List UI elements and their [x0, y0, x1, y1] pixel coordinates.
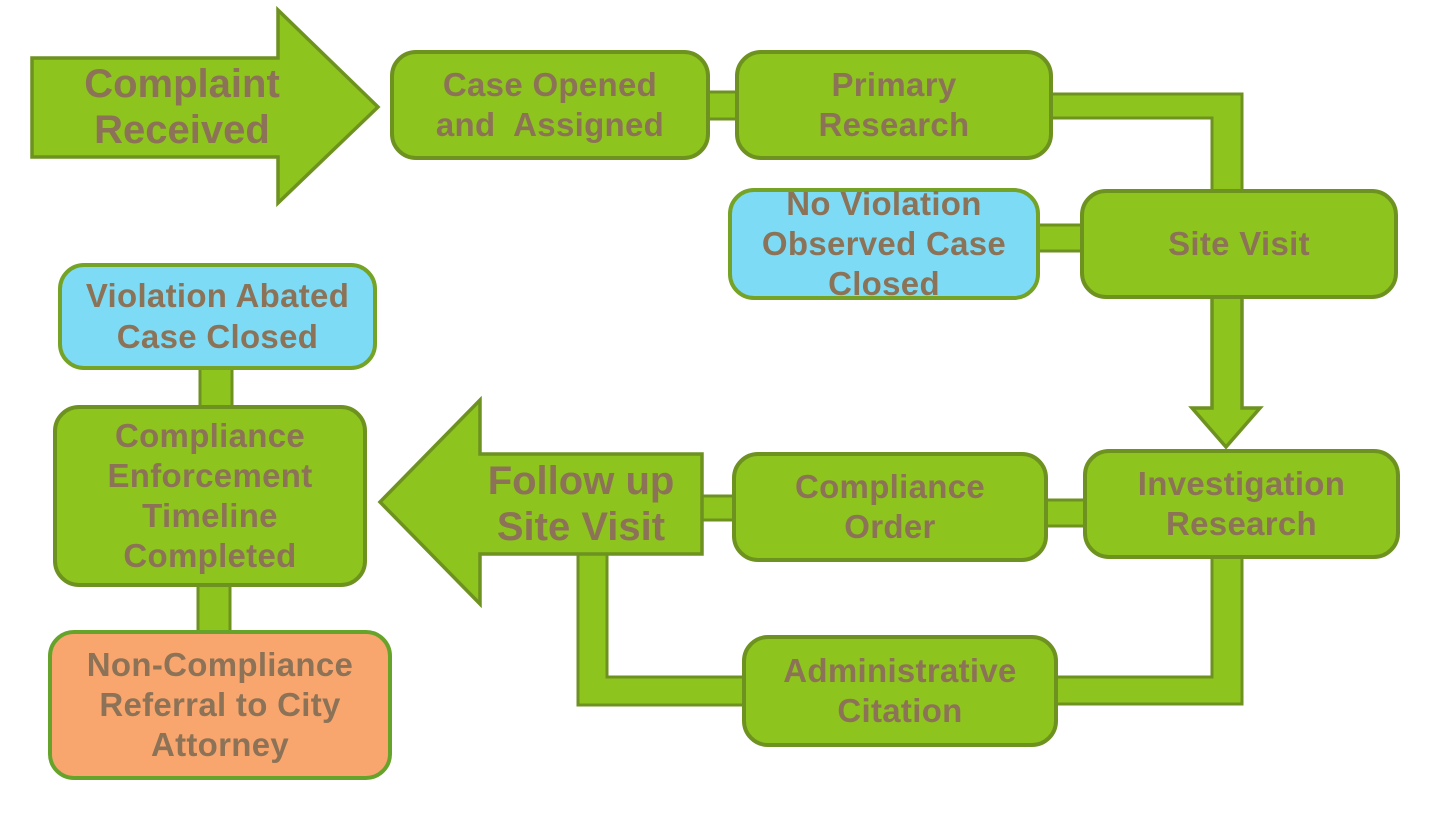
follow-up-site-visit-arrow	[377, 395, 704, 609]
node-primary-research: Primary Research	[735, 50, 1053, 160]
node-compliance-enforcement-timeline: Compliance Enforcement Timeline Complete…	[53, 405, 367, 587]
node-administrative-citation: Administrative Citation	[742, 635, 1058, 747]
follow-up-site-visit-arrow-label: Follow up Site Visit	[487, 459, 675, 549]
node-site-visit: Site Visit	[1080, 189, 1398, 299]
connector-no-violation-site-visit	[1032, 223, 1088, 253]
node-investigation-research: Investigation Research	[1083, 449, 1400, 559]
node-no-violation-case-closed: No Violation Observed Case Closed	[728, 185, 1040, 302]
connector-administrative-citation-investigation	[1054, 551, 1244, 706]
connector-primary-research-site-visit	[1046, 92, 1244, 197]
node-violation-abated-case-closed: Violation Abated Case Closed	[58, 263, 377, 370]
complaint-received-arrow	[30, 5, 381, 208]
down-arrow-site-visit-investigation	[1188, 291, 1264, 450]
connector-compliance-order-investigation	[1040, 498, 1091, 528]
node-non-compliance-referral: Non-Compliance Referral to City Attorney	[48, 630, 392, 780]
connector-follow-up-administrative-citation	[576, 546, 750, 707]
node-case-opened: Case Opened and Assigned	[390, 50, 710, 160]
complaint-received-arrow-label: Complaint Received	[84, 62, 280, 152]
node-compliance-order: Compliance Order	[732, 452, 1048, 562]
connector-compliance-enforcement-non-compliance	[196, 581, 232, 637]
connector-violation-abated-compliance-enforcement	[198, 364, 234, 412]
